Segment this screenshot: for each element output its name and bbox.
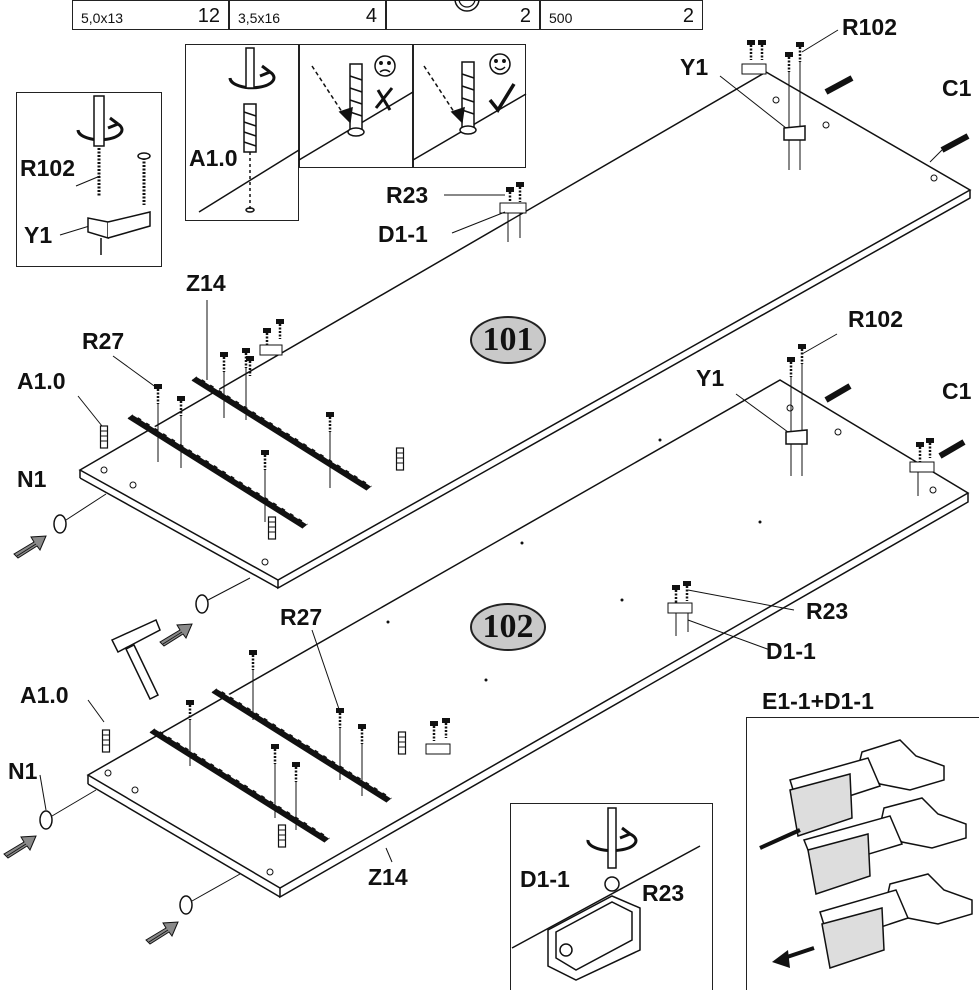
inset-a10 (185, 44, 299, 221)
part-label: R102 (20, 155, 75, 181)
part-label: Z14 (186, 270, 226, 296)
part-qty: 4 (365, 5, 377, 27)
parts-cell: 3,5x16 4 (229, 0, 386, 30)
hammer-icon (110, 618, 161, 701)
part-label: R23 (806, 598, 849, 624)
part-label: C1 (942, 378, 972, 404)
part-size: 500 (549, 10, 573, 26)
inset-title: E1-1+D1-1 (762, 688, 874, 714)
part-size: 3,5x16 (238, 10, 281, 26)
part-label: R102 (848, 306, 903, 332)
part-label: N1 (8, 758, 38, 784)
part-label: R23 (642, 880, 685, 906)
part-label: A1.0 (20, 682, 69, 708)
push-arrow-icon (159, 623, 193, 647)
push-arrow-icon (13, 535, 47, 559)
part-label: Y1 (680, 54, 709, 80)
push-arrow-icon (3, 835, 37, 859)
part-qty: 2 (682, 5, 694, 27)
part-label: D1-1 (378, 221, 428, 247)
part-label: Y1 (696, 365, 725, 391)
part-label: R102 (842, 14, 897, 40)
parts-cell: 2 (386, 0, 540, 30)
cam-lock-icon (454, 0, 480, 12)
part-label: R27 (82, 328, 125, 354)
panel-number-badge: 102 (470, 603, 546, 651)
part-qty: 2 (519, 5, 531, 27)
part-label: R27 (280, 604, 323, 630)
part-label: D1-1 (520, 866, 570, 892)
part-size: 5,0x13 (81, 10, 124, 26)
parts-cell: 500 2 (540, 0, 703, 30)
part-qty: 12 (197, 5, 220, 27)
push-arrow-icon (145, 921, 179, 945)
part-label: N1 (17, 466, 47, 492)
panel-number-badge: 101 (470, 316, 546, 364)
part-label: A1.0 (17, 368, 66, 394)
part-label: C1 (942, 75, 972, 101)
parts-cell: 5,0x13 12 (72, 0, 229, 30)
part-label: Z14 (368, 864, 408, 890)
part-label: R23 (386, 182, 429, 208)
part-label: A1.0 (189, 145, 238, 171)
part-label: Y1 (24, 222, 53, 248)
part-label: D1-1 (766, 638, 816, 664)
inset-r102-y1 (16, 92, 162, 267)
